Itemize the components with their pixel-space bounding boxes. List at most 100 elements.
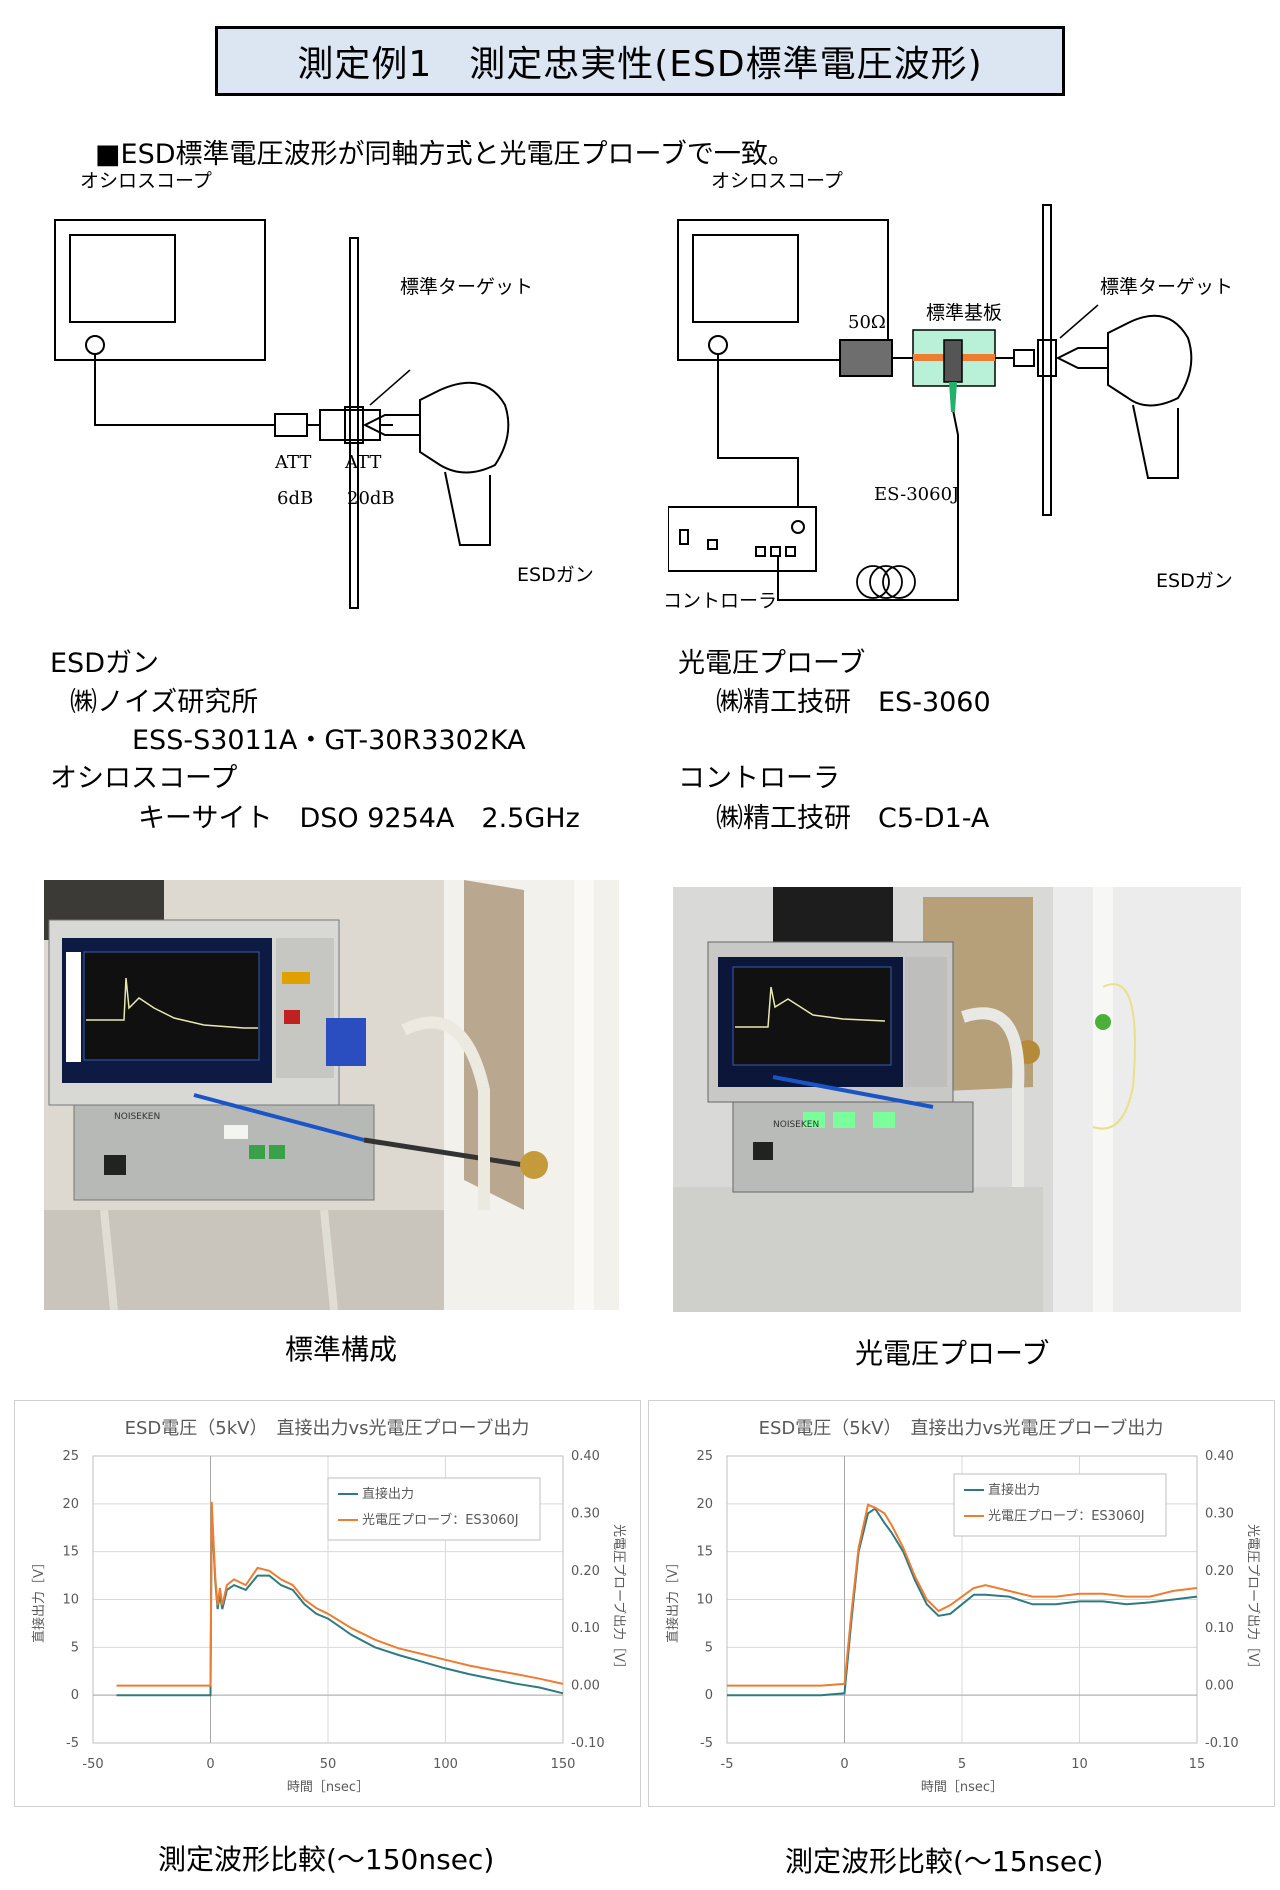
y-tick-label: 0 [705,1688,713,1703]
probe-tip [949,382,957,412]
label-board: 標準基板 [926,302,1003,324]
photo-optical-probe-drawing [673,887,1241,1312]
caption-chart-150ns: 測定波形比較(～150nsec) [158,1843,495,1876]
spec-oscilloscope-heading: オシロスコープ [50,763,238,794]
spec-controller-model: ㈱精工技研 C5-D1-A [716,803,990,834]
y-tick-label: 5 [71,1640,79,1655]
chart-150ns-svg: ESD電圧（5kV） 直接出力vs光電圧プローブ出力-50510152025-0… [31,1417,627,1795]
optical-fiber [777,409,959,601]
label-probe: ES-3060J [874,484,960,505]
spec-esd-gun-model: ESS-S3011A・GT-30R3302KA [132,725,526,756]
signal-cable [717,354,799,506]
y-tick-label: 10 [696,1593,713,1608]
spec-esd-gun-heading: ESDガン [50,648,159,679]
y-tick-label: -5 [700,1736,713,1751]
y2-axis-label: 光電圧プローブ出力［V］ [1245,1524,1261,1675]
legend-entry: 光電圧プローブ：ES3060J [362,1512,519,1528]
plot-area [726,1455,1198,1744]
y2-tick-label: -0.10 [571,1736,605,1751]
caption-chart-15ns: 測定波形比較(～15nsec) [785,1845,1104,1878]
y-tick-label: 0 [71,1688,79,1703]
x-tick-label: 15 [1189,1757,1206,1772]
label-target: 標準ターゲット [400,276,534,298]
x-axis-label: 時間［nsec］ [921,1780,1003,1795]
label-load: 50Ω [848,312,886,333]
x-tick-label: 100 [433,1757,458,1772]
target-connector [344,406,364,444]
y2-tick-label: 0.10 [571,1621,600,1636]
oscilloscope-input [708,335,728,355]
chart-title: ESD電圧（5kV） 直接出力vs光電圧プローブ出力 [125,1417,530,1439]
y-tick-label: 10 [62,1593,79,1608]
y-tick-label: -5 [66,1736,79,1751]
oscilloscope-body [54,219,266,361]
plot-area [92,1455,564,1744]
label-oscilloscope: オシロスコープ [711,170,843,192]
legend-entry: 直接出力 [362,1486,414,1502]
y2-tick-label: 0.00 [571,1679,600,1694]
gun-handle [444,471,491,546]
series-line-optical [727,1503,1198,1687]
chart-title: ESD電圧（5kV） 直接出力vs光電圧プローブ出力 [759,1417,1164,1439]
series-line-direct [727,1507,1198,1697]
y-tick-label: 25 [62,1449,79,1464]
label-esd-gun: ESDガン [517,564,594,586]
legend-entry: 直接出力 [988,1482,1040,1498]
x-tick-label: 0 [840,1757,848,1772]
y-tick-label: 5 [705,1640,713,1655]
y-tick-label: 25 [696,1449,713,1464]
y-tick-label: 15 [696,1545,713,1560]
diagram-optical: オシロスコープ 標準ターゲット 標準基板 50Ω ES-3060J コントローラ… [663,170,1268,620]
oscilloscope-screen [692,234,799,323]
target-plane [1042,204,1052,516]
oscilloscope-screen [69,234,176,323]
spec-esd-gun-maker: ㈱ノイズ研究所 [70,687,259,718]
photo-standard-setup: NOISEKEN [44,880,619,1310]
x-tick-label: -50 [82,1757,103,1772]
label-att2-name: ATT [345,452,382,473]
att-6db [274,413,308,437]
y-tick-label: 15 [62,1545,79,1560]
series-line-optical [116,1501,564,1687]
photo-optical-probe: NOISEKEN [673,887,1241,1312]
controller-body [667,506,817,572]
caption-optical-probe: 光電圧プローブ [855,1337,1050,1370]
legend-box [327,1477,541,1541]
optical-setup-drawing [667,204,1193,601]
label-esd-gun: ESDガン [1156,570,1233,592]
x-tick-label: 50 [320,1757,337,1772]
spec-oscilloscope-model: キーサイト DSO 9254A 2.5GHz [138,803,580,834]
photo-left-brand: NOISEKEN [114,1112,161,1122]
oscilloscope-input [85,335,105,355]
y2-axis-label: 光電圧プローブ出力［V］ [611,1524,627,1675]
chart-15ns-svg: ESD電圧（5kV） 直接出力vs光電圧プローブ出力-50510152025-0… [665,1417,1261,1795]
x-axis-label: 時間［nsec］ [287,1780,369,1795]
coaxial-setup-drawing [54,219,510,609]
spec-probe-heading: 光電圧プローブ [678,648,866,679]
target-connector [1037,339,1057,377]
y2-tick-label: 0.20 [1205,1564,1234,1579]
gun-head [419,381,510,474]
y2-tick-label: 0.00 [1205,1679,1234,1694]
y2-tick-label: 0.30 [1205,1506,1234,1521]
y2-tick-label: -0.10 [1205,1736,1239,1751]
x-tick-label: 0 [206,1757,214,1772]
load-50ohm [839,339,893,377]
photo-standard-setup-drawing [44,880,619,1310]
label-att2-value: 20dB [347,488,395,509]
spec-probe-model: ㈱精工技研 ES-3060 [716,687,991,718]
x-tick-label: 10 [1071,1757,1088,1772]
subtitle: ■ESD標準電圧波形が同軸方式と光電圧プローブで一致。 [95,139,795,170]
photo-right-brand: NOISEKEN [773,1120,820,1130]
y2-tick-label: 0.20 [571,1564,600,1579]
label-att1-name: ATT [275,452,312,473]
y-tick-label: 20 [62,1497,79,1512]
label-controller: コントローラ [663,590,778,612]
oscilloscope-body [677,219,889,361]
gun-head [1107,314,1193,407]
legend-entry: 光電圧プローブ：ES3060J [988,1508,1145,1524]
fiber-coil [882,565,916,599]
